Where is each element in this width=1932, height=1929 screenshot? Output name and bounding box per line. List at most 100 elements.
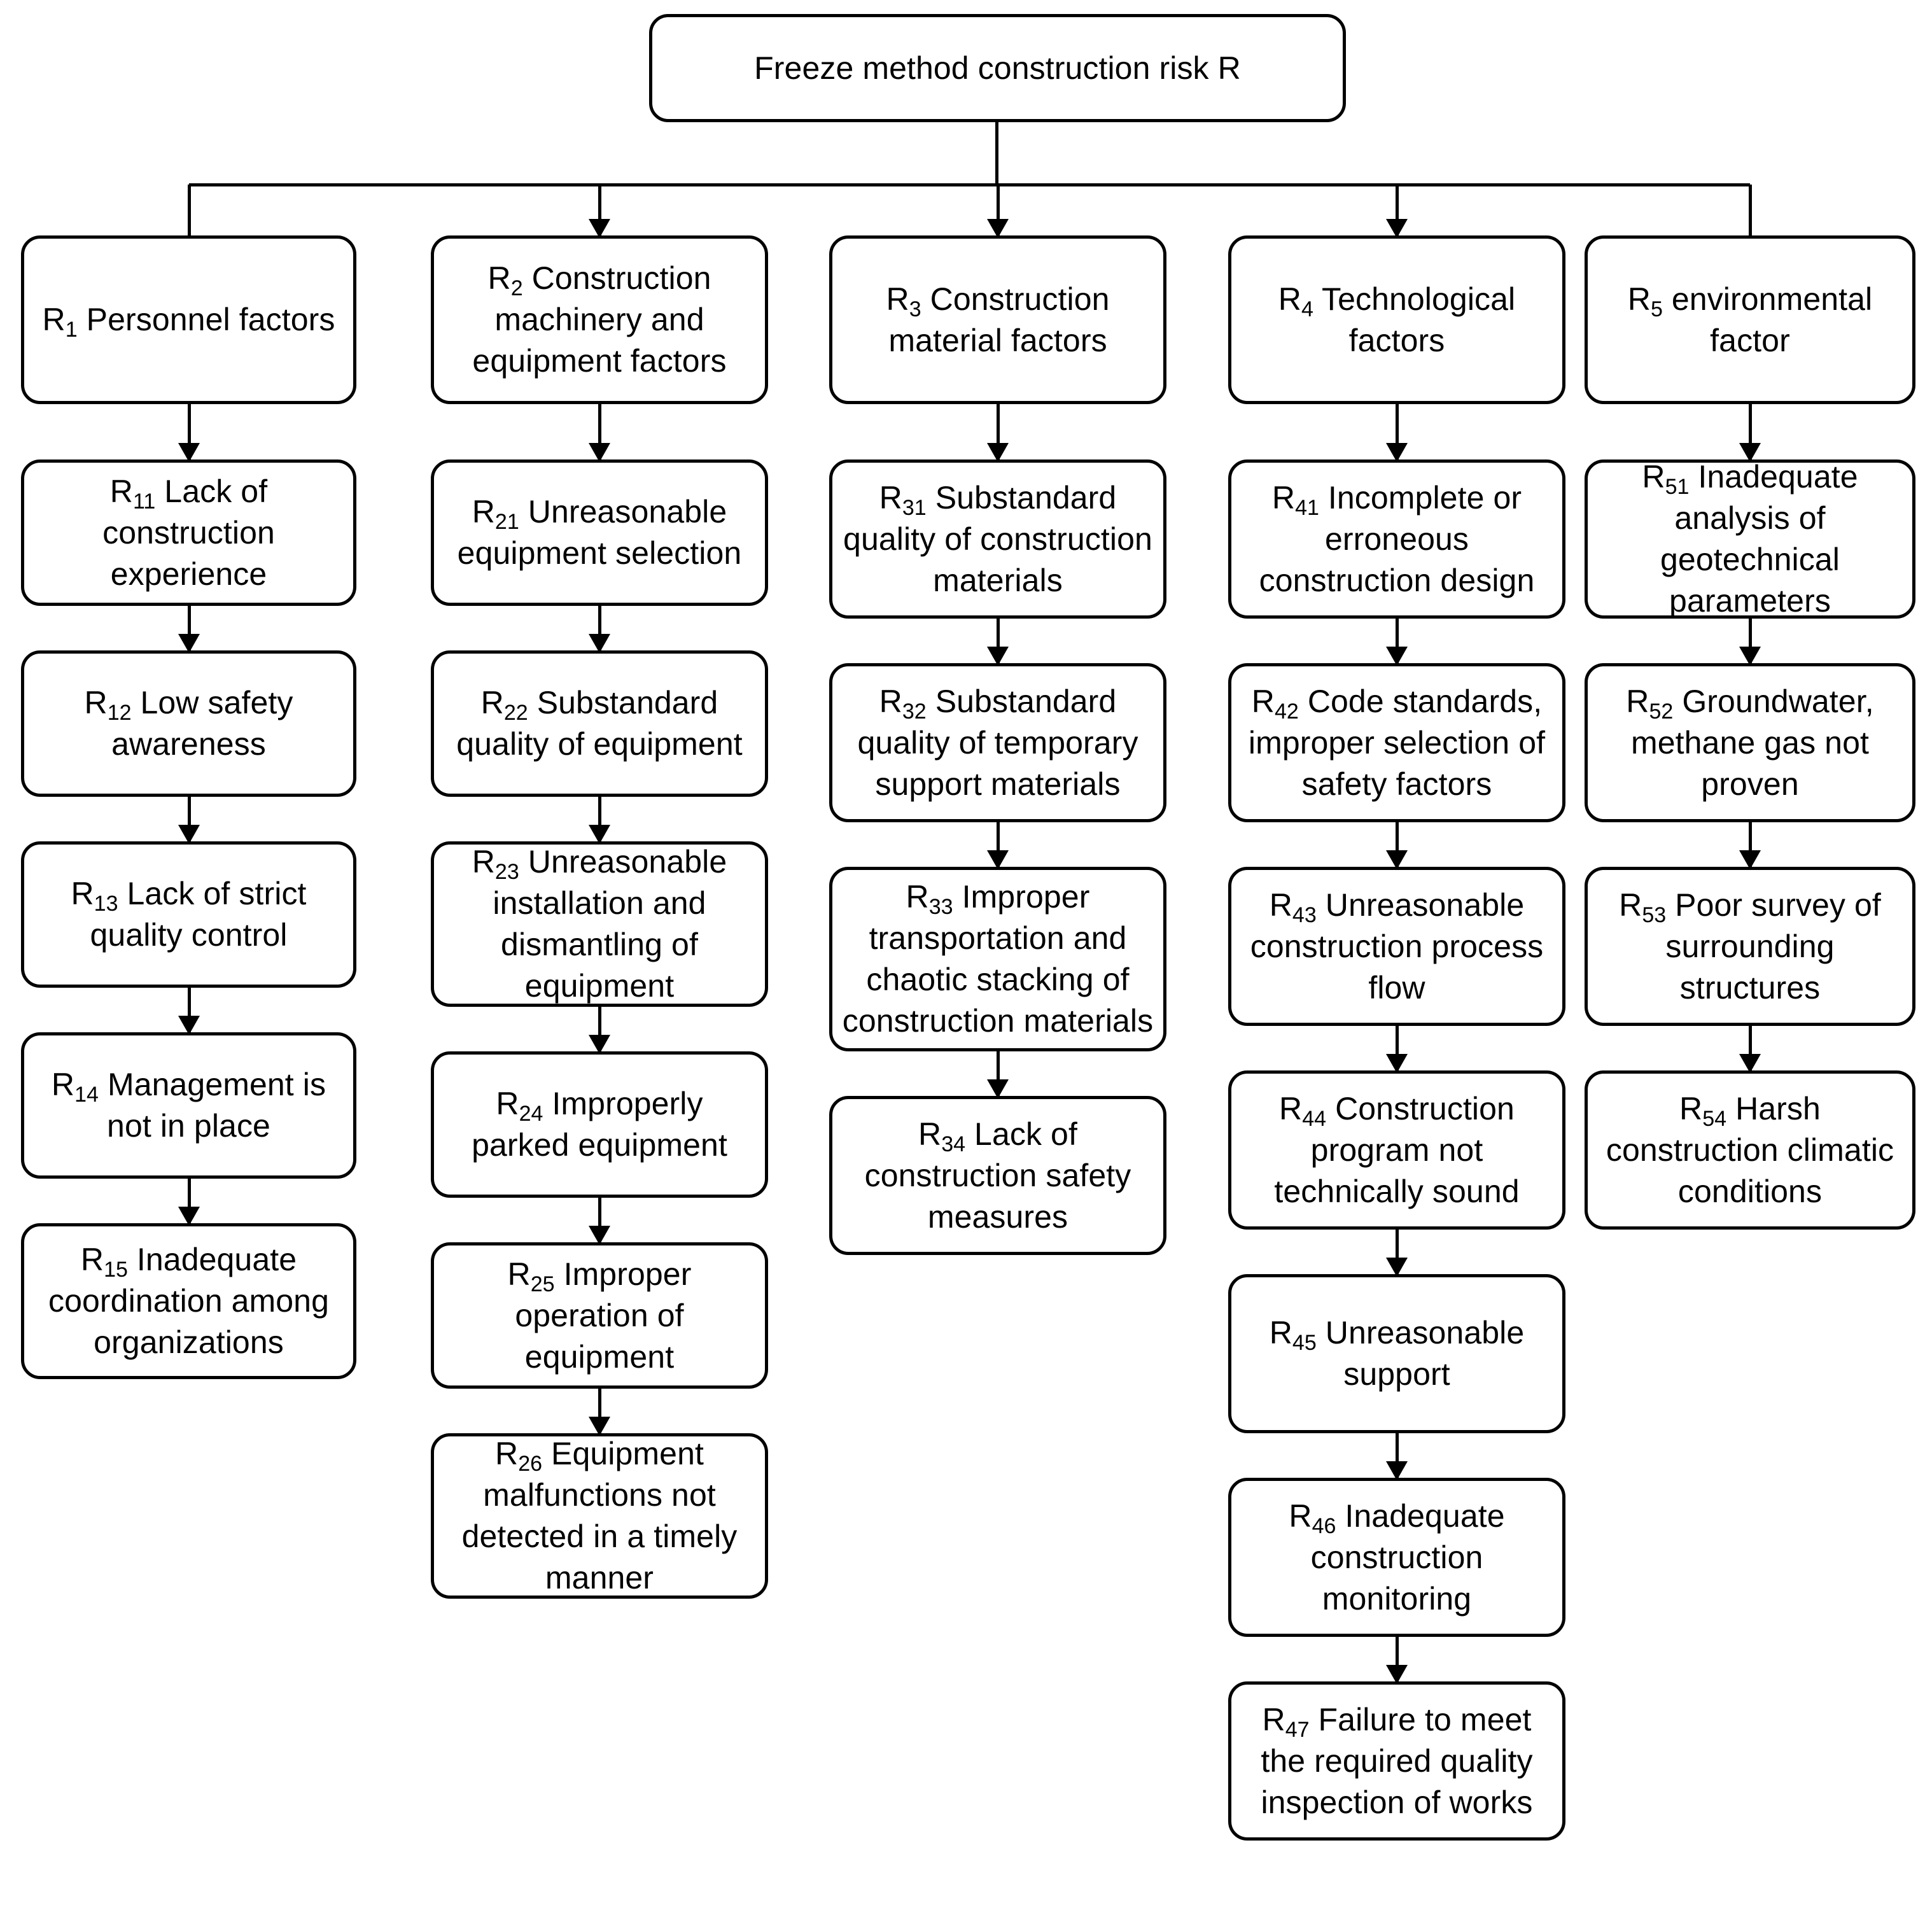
branch-line-3 (997, 185, 1000, 235)
category-node-R5[interactable]: R5 environmental factor (1585, 235, 1915, 404)
risk-node-label: R43 Unreasonable construction process fl… (1250, 887, 1544, 1006)
connector-R47 (1396, 1637, 1399, 1681)
connector-arrow-R41 (1386, 443, 1408, 462)
category-node-R4[interactable]: R4 Technological factors (1228, 235, 1565, 404)
connector-R12 (187, 606, 191, 650)
risk-node-R26[interactable]: R26 Equipment malfunctions not detected … (431, 1433, 768, 1599)
connector-R41 (1396, 404, 1399, 459)
risk-node-R45[interactable]: R45 Unreasonable support (1228, 1274, 1565, 1433)
risk-node-R12[interactable]: R12 Low safety awareness (21, 650, 356, 797)
risk-node-R44[interactable]: R44 Construction program not technically… (1228, 1070, 1565, 1230)
connector-R43 (1396, 822, 1399, 867)
risk-node-label: R14 Management is not in place (51, 1067, 326, 1144)
risk-node-R52[interactable]: R52 Groundwater, methane gas not proven (1585, 663, 1915, 822)
connector-R52 (1749, 619, 1752, 663)
risk-node-label: R54 Harsh construction climatic conditio… (1606, 1090, 1894, 1209)
category-node-R3[interactable]: R3 Construction material factors (829, 235, 1166, 404)
risk-node-R31[interactable]: R31 Substandard quality of construction … (829, 459, 1166, 619)
risk-node-R53[interactable]: R53 Poor survey of surrounding structure… (1585, 867, 1915, 1026)
connector-R54 (1749, 1026, 1752, 1070)
risk-node-label: R22 Substandard quality of equipment (456, 685, 743, 762)
risk-node-R51[interactable]: R51 Inadequate analysis of geotechnical … (1585, 459, 1915, 619)
connector-arrow-R14 (178, 1016, 200, 1035)
risk-node-R25[interactable]: R25 Improper operation of equipment (431, 1242, 768, 1389)
risk-node-label: R12 Low safety awareness (84, 685, 293, 762)
risk-node-label: R33 Improper transportation and chaotic … (842, 879, 1154, 1039)
connector-R25 (598, 1198, 601, 1242)
connector-R15 (187, 1179, 191, 1223)
category-node-label: R5 environmental factor (1627, 281, 1873, 358)
risk-node-R43[interactable]: R43 Unreasonable construction process fl… (1228, 867, 1565, 1026)
connector-R42 (1396, 619, 1399, 663)
risk-node-label: R51 Inadequate analysis of geotechnical … (1642, 459, 1858, 619)
connector-R45 (1396, 1230, 1399, 1274)
risk-node-label: R44 Construction program not technically… (1274, 1090, 1520, 1209)
connector-arrow-R43 (1386, 850, 1408, 869)
risk-node-R23[interactable]: R23 Unreasonable installation and disman… (431, 841, 768, 1007)
category-node-R1[interactable]: R1 Personnel factors (21, 235, 356, 404)
connector-R31 (997, 404, 1000, 459)
connector-arrow-R15 (178, 1207, 200, 1226)
connector-arrow-R13 (178, 825, 200, 844)
connector-R34 (997, 1051, 1000, 1096)
connector-arrow-R53 (1739, 850, 1761, 869)
root-node[interactable]: Freeze method construction risk R (649, 14, 1346, 122)
connector-arrow-R23 (589, 825, 610, 844)
connector-arrow-R31 (987, 443, 1009, 462)
risk-node-label: R24 Improperly parked equipment (472, 1086, 727, 1163)
risk-node-R21[interactable]: R21 Unreasonable equipment selection (431, 459, 768, 606)
connector-R32 (997, 619, 1000, 663)
connector-arrow-R51 (1739, 443, 1761, 462)
risk-node-R14[interactable]: R14 Management is not in place (21, 1032, 356, 1179)
risk-node-R34[interactable]: R34 Lack of construction safety measures (829, 1096, 1166, 1255)
connector-R44 (1396, 1026, 1399, 1070)
branch-line-4 (1396, 185, 1399, 235)
risk-node-R11[interactable]: R11 Lack of construction experience (21, 459, 356, 606)
risk-node-label: R46 Inadequate construction monitoring (1289, 1498, 1505, 1617)
risk-node-label: R25 Improper operation of equipment (507, 1256, 692, 1375)
connector-arrow-R32 (987, 647, 1009, 666)
category-node-label: R2 Construction machinery and equipment … (472, 260, 727, 379)
risk-node-R41[interactable]: R41 Incomplete or erroneous construction… (1228, 459, 1565, 619)
root-stem (995, 122, 998, 185)
risk-node-label: R23 Unreasonable installation and disman… (472, 844, 727, 1004)
risk-node-R22[interactable]: R22 Substandard quality of equipment (431, 650, 768, 797)
risk-node-label: R21 Unreasonable equipment selection (457, 494, 742, 571)
connector-R24 (598, 1007, 601, 1051)
risk-node-R42[interactable]: R42 Code standards, improper selection o… (1228, 663, 1565, 822)
risk-node-label: R53 Poor survey of surrounding structure… (1619, 887, 1881, 1006)
branch-arrow-2 (589, 219, 610, 238)
connector-arrow-R22 (589, 634, 610, 653)
connector-R51 (1749, 404, 1752, 459)
risk-node-label: R26 Equipment malfunctions not detected … (461, 1436, 738, 1596)
risk-node-R47[interactable]: R47 Failure to meet the required quality… (1228, 1681, 1565, 1841)
risk-node-R24[interactable]: R24 Improperly parked equipment (431, 1051, 768, 1198)
connector-arrow-R42 (1386, 647, 1408, 666)
risk-node-R32[interactable]: R32 Substandard quality of temporary sup… (829, 663, 1166, 822)
risk-node-R33[interactable]: R33 Improper transportation and chaotic … (829, 867, 1166, 1051)
connector-arrow-R11 (178, 443, 200, 462)
risk-node-label: R13 Lack of strict quality control (71, 876, 307, 953)
category-node-R2[interactable]: R2 Construction machinery and equipment … (431, 235, 768, 404)
risk-node-label: R15 Inadequate coordination among organi… (48, 1242, 329, 1360)
connector-arrow-R24 (589, 1035, 610, 1054)
connector-R13 (187, 797, 191, 841)
connector-R22 (598, 606, 601, 650)
connector-arrow-R46 (1386, 1461, 1408, 1480)
connector-arrow-R52 (1739, 647, 1761, 666)
connector-arrow-R45 (1386, 1258, 1408, 1277)
risk-node-label: R32 Substandard quality of temporary sup… (857, 683, 1138, 802)
connector-R21 (598, 404, 601, 459)
risk-node-R13[interactable]: R13 Lack of strict quality control (21, 841, 356, 988)
branch-line-5 (1749, 185, 1752, 235)
branch-arrow-4 (1386, 219, 1408, 238)
risk-node-R46[interactable]: R46 Inadequate construction monitoring (1228, 1478, 1565, 1637)
category-node-label: R1 Personnel factors (42, 302, 335, 342)
connector-R46 (1396, 1433, 1399, 1478)
risk-node-R15[interactable]: R15 Inadequate coordination among organi… (21, 1223, 356, 1379)
connector-R14 (187, 988, 191, 1032)
connector-R11 (187, 404, 191, 459)
risk-node-R54[interactable]: R54 Harsh construction climatic conditio… (1585, 1070, 1915, 1230)
connector-arrow-R26 (589, 1417, 610, 1436)
risk-node-label: R31 Substandard quality of construction … (843, 479, 1152, 598)
